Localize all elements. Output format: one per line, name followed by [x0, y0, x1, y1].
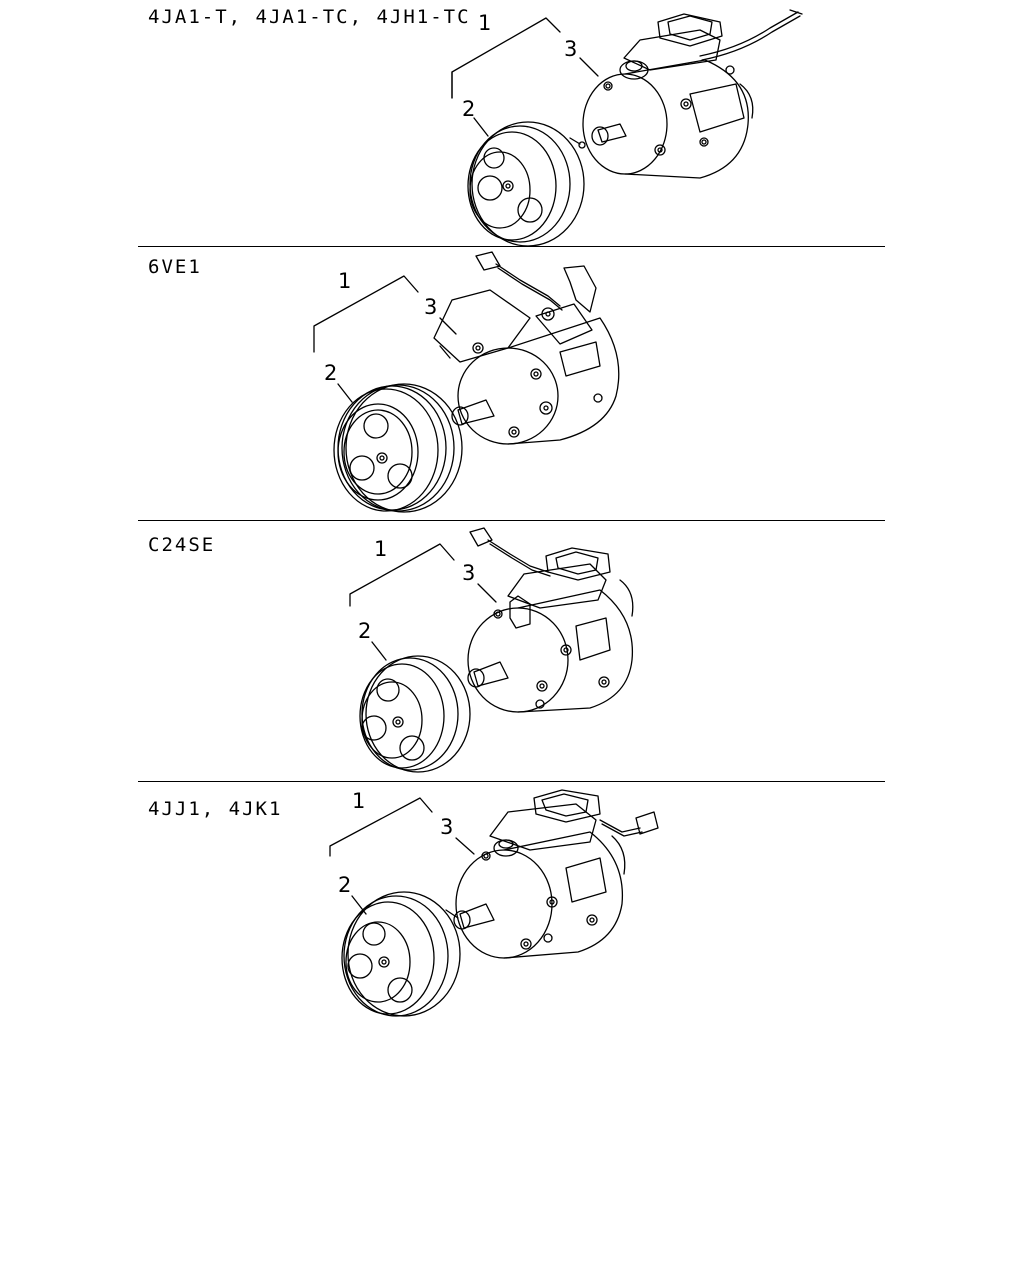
pulley-clutch-1 — [467, 121, 586, 247]
callout-2: 2 — [358, 619, 371, 643]
section-label-4: 4JJ1, 4JK1 — [148, 798, 283, 820]
section-label-1: 4JA1-T, 4JA1-TC, 4JH1-TC — [148, 6, 471, 28]
callout-2: 2 — [324, 361, 337, 385]
callout-bracket-4 — [329, 797, 433, 857]
compressor-4 — [453, 789, 659, 959]
section-label-2: 6VE1 — [148, 256, 202, 278]
compressor-1 — [582, 9, 803, 179]
pulley-clutch-2 — [333, 383, 463, 513]
callout-3: 3 — [440, 815, 453, 839]
callout-2: 2 — [462, 97, 475, 121]
callout-2: 2 — [338, 873, 351, 897]
assembly-group-2: 1 2 3 — [313, 251, 620, 513]
section-divider-2 — [138, 520, 885, 521]
callout-bracket-2 — [313, 275, 419, 353]
callout-1: 1 — [374, 537, 387, 561]
compressor-2 — [433, 251, 620, 445]
callout-bracket-1 — [451, 17, 561, 99]
compressor-3 — [467, 527, 634, 713]
callout-1: 1 — [478, 11, 491, 35]
callout-1: 1 — [352, 789, 365, 813]
pulley-clutch-3 — [359, 655, 471, 773]
callout-3: 3 — [424, 295, 437, 319]
assembly-group-1: 1 2 3 — [451, 9, 803, 247]
section-label-3: C24SE — [148, 534, 216, 556]
callout-1: 1 — [338, 269, 351, 293]
callout-3: 3 — [564, 37, 577, 61]
callout-3: 3 — [462, 561, 475, 585]
section-divider-3 — [138, 781, 885, 782]
assembly-group-3: 1 2 3 — [349, 527, 634, 773]
assembly-group-4: 1 2 3 — [329, 789, 659, 1017]
section-divider-1 — [138, 246, 885, 247]
pulley-clutch-4 — [341, 891, 461, 1017]
callout-bracket-3 — [349, 543, 455, 607]
